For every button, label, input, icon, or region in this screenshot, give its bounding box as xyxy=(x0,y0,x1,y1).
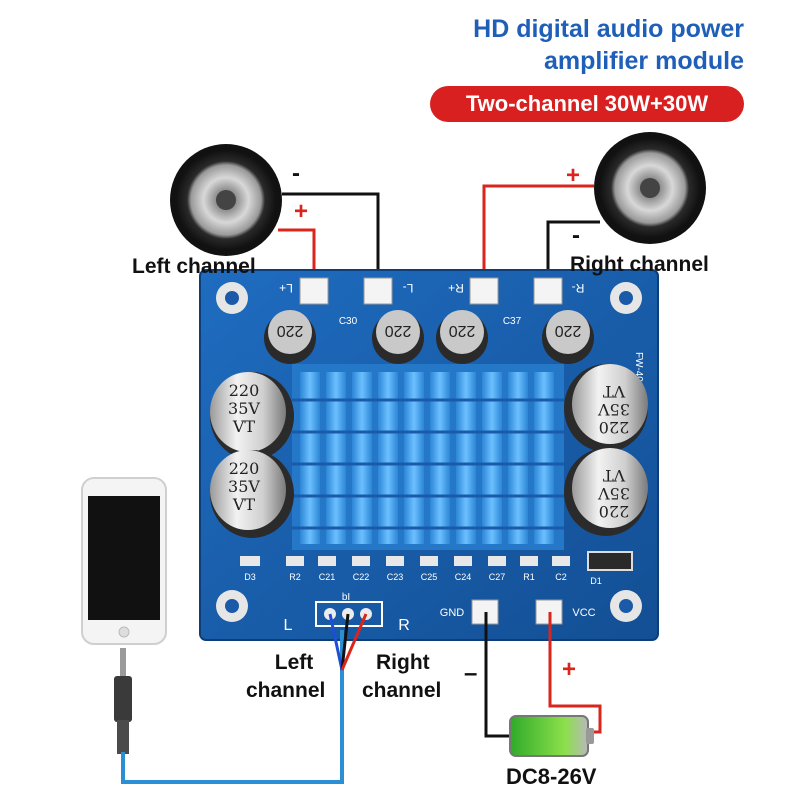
terminal-label: L+ xyxy=(279,281,293,295)
svg-text:220: 220 xyxy=(229,381,260,400)
input-label-l: L xyxy=(284,617,293,634)
svg-text:220: 220 xyxy=(599,418,630,437)
phone-icon xyxy=(81,477,167,645)
terminal-pad-l-minus xyxy=(363,277,393,305)
svg-text:220: 220 xyxy=(555,322,582,339)
voltage-label: DC8-26V xyxy=(506,764,597,789)
mounting-hole xyxy=(610,282,642,314)
pcb-label: C27 xyxy=(489,572,506,582)
right-plus-sign: + xyxy=(566,162,581,189)
terminal-label: R+ xyxy=(448,281,464,295)
svg-text:VT: VT xyxy=(603,466,627,485)
terminal-label: L- xyxy=(403,281,414,295)
left-plus-sign: + xyxy=(294,198,309,225)
left-minus-wire xyxy=(282,192,380,290)
input-left-label-1: Left xyxy=(274,651,314,674)
right-minus-wire xyxy=(546,220,600,290)
pcb-label: C21 xyxy=(319,572,336,582)
smd-component-row xyxy=(240,551,633,571)
pcb-label: C30 xyxy=(339,316,358,327)
left-minus-sign: - xyxy=(292,160,300,187)
svg-text:VT: VT xyxy=(603,382,627,401)
battery-icon xyxy=(509,715,594,757)
svg-text:35V: 35V xyxy=(598,400,630,419)
input-code-label: bI xyxy=(342,592,350,603)
terminal-label-gnd: GND xyxy=(440,607,465,619)
mounting-hole xyxy=(610,590,642,622)
pcb-label: C23 xyxy=(387,572,404,582)
input-right-label-2: channel xyxy=(362,679,442,702)
terminal-label: R- xyxy=(572,281,585,295)
svg-text:VT: VT xyxy=(232,417,256,436)
pcb-label: C2 xyxy=(555,572,567,582)
input-wire-left xyxy=(328,613,344,671)
capacitor-220uf: 220 35V VT xyxy=(564,364,648,452)
svg-text:35V: 35V xyxy=(598,484,630,503)
gnd-minus-sign: – xyxy=(464,660,478,687)
input-wire-ground xyxy=(340,613,350,671)
inductor-cap: 220 xyxy=(542,310,594,364)
capacitor-220uf: 220 35V VT xyxy=(210,372,294,460)
vcc-plus-sign: + xyxy=(562,656,577,683)
pcb-label: R2 xyxy=(289,572,301,582)
terminal-pad-r-plus xyxy=(469,277,499,305)
terminal-pad-r-minus xyxy=(533,277,563,305)
terminal-label-vcc: VCC xyxy=(572,607,595,619)
title-line-2: amplifier module xyxy=(543,47,744,75)
title-line-1: HD digital audio power xyxy=(473,15,744,43)
mounting-hole xyxy=(216,282,248,314)
pcb-label: C24 xyxy=(455,572,472,582)
gnd-wire xyxy=(484,612,512,738)
svg-text:VT: VT xyxy=(232,495,256,514)
pcb-label: C25 xyxy=(421,572,438,582)
right-speaker-icon xyxy=(594,132,706,244)
pcb-model-label: FW-404 xyxy=(633,352,644,388)
capacitor-220uf: 220 35V VT xyxy=(210,450,294,538)
channel-badge: Two-channel 30W+30W xyxy=(430,86,744,122)
svg-text:220: 220 xyxy=(449,322,476,339)
input-right-label-1: Right xyxy=(376,651,430,674)
pcb-label: C37 xyxy=(503,316,522,327)
pcb-label: C22 xyxy=(353,572,370,582)
inductor-cap: 220 xyxy=(372,310,424,364)
audio-jack-icon xyxy=(114,648,132,754)
inductor-cap: 220 xyxy=(436,310,488,364)
terminal-pad-l-plus xyxy=(299,277,329,305)
inductor-cap: 220 xyxy=(264,310,316,364)
right-channel-label: Right channel xyxy=(570,253,709,276)
vcc-wire xyxy=(548,612,602,734)
pcb-label: D3 xyxy=(244,572,256,582)
svg-text:35V: 35V xyxy=(228,477,260,496)
pcb-label: R1 xyxy=(523,572,535,582)
input-left-label-2: channel xyxy=(246,679,326,702)
svg-text:220: 220 xyxy=(229,459,260,478)
right-plus-wire xyxy=(482,184,594,290)
pcb-board: L+ L- R+ R- 220 220 220 220 C30 C37 FW-4… xyxy=(199,269,659,641)
svg-text:35V: 35V xyxy=(228,399,260,418)
input-label-r: R xyxy=(398,617,410,634)
svg-text:220: 220 xyxy=(599,502,630,521)
left-channel-label: Left channel xyxy=(132,255,256,278)
input-wire-right xyxy=(340,613,368,671)
capacitor-220uf: 220 35V VT xyxy=(564,448,648,536)
heatsink xyxy=(292,364,564,550)
svg-text:220: 220 xyxy=(385,322,412,339)
left-speaker-icon xyxy=(170,144,282,256)
right-minus-sign: - xyxy=(572,222,580,249)
pcb-label: D1 xyxy=(590,576,602,586)
svg-text:220: 220 xyxy=(277,322,304,339)
audio-input-connector xyxy=(315,601,383,627)
mounting-hole xyxy=(216,590,248,622)
audio-cable xyxy=(121,630,344,784)
